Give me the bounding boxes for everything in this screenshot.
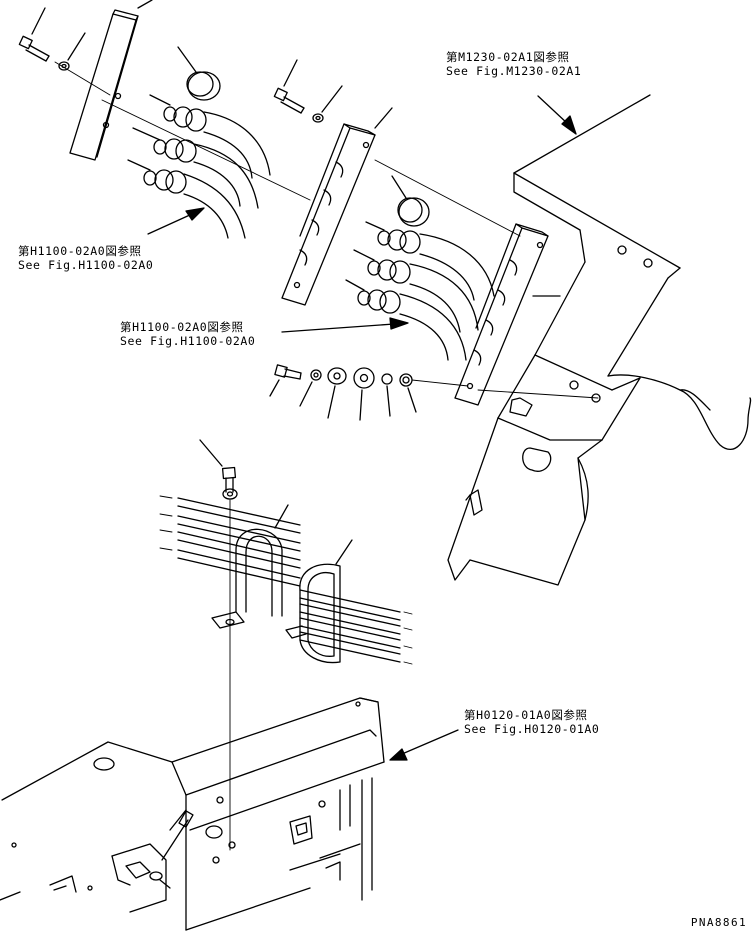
- lower-hose-bundle: [160, 496, 412, 664]
- ref-label-m1230-en: See Fig.M1230-02A1: [446, 64, 582, 78]
- cover-bracket-assembly: [448, 95, 751, 585]
- hose-clip-band: [286, 540, 352, 663]
- clamp-bar-left: [70, 0, 152, 160]
- base-frame: [0, 698, 384, 930]
- arrow-ref-h1100-upper: [148, 208, 204, 234]
- ref-label-m1230: 第M1230-02A1図参照 See Fig.M1230-02A1: [446, 50, 581, 78]
- hose-group-top: [128, 47, 270, 238]
- drawing-code: PNA8861: [690, 916, 747, 929]
- arrow-ref-m1230: [538, 96, 576, 134]
- ref-label-h1100-upper-jp: 第H1100-02A0図参照: [18, 244, 142, 258]
- arrow-ref-h1100-lower: [282, 318, 408, 332]
- ref-label-h0120-jp: 第H0120-01A0図参照: [464, 708, 588, 722]
- hose-group-middle: [346, 176, 494, 360]
- ref-label-h1100-lower: 第H1100-02A0図参照 See Fig.H1100-02A0: [120, 320, 255, 348]
- washer-top-left: [59, 33, 85, 70]
- clamp-bar-middle: [282, 108, 392, 305]
- ref-label-h1100-upper: 第H1100-02A0図参照 See Fig.H1100-02A0: [18, 244, 153, 272]
- bolt-lower: [200, 440, 237, 499]
- fastener-row: [270, 365, 468, 420]
- arrow-ref-h0120: [390, 730, 458, 760]
- ref-label-h1100-lower-jp: 第H1100-02A0図参照: [120, 320, 244, 334]
- ref-label-h0120-en: See Fig.H0120-01A0: [464, 722, 600, 736]
- ref-label-h1100-upper-en: See Fig.H1100-02A0: [18, 258, 154, 272]
- bolt-top-left: [19, 8, 49, 61]
- bolt-middle-top: [274, 60, 304, 113]
- clamp-bar-right: [455, 224, 560, 405]
- washer-middle-top: [313, 86, 342, 122]
- ref-label-m1230-jp: 第M1230-02A1図参照: [446, 50, 570, 64]
- hose-clip-p-type: [212, 505, 288, 628]
- ref-label-h0120: 第H0120-01A0図参照 See Fig.H0120-01A0: [464, 708, 599, 736]
- ref-label-h1100-lower-en: See Fig.H1100-02A0: [120, 334, 256, 348]
